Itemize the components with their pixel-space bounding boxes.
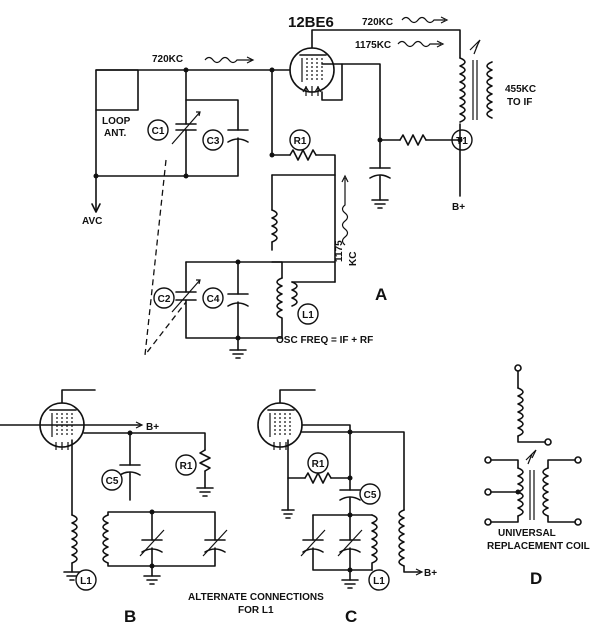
l1-label-b: L1	[80, 576, 92, 587]
c1-label: C1	[152, 126, 165, 137]
c3-label: C3	[207, 136, 220, 147]
c5-label-b: C5	[106, 476, 119, 487]
tube-type-label: 12BE6	[288, 14, 334, 31]
loop-antenna	[95, 69, 139, 111]
bplus-label-c: B+	[424, 568, 437, 579]
figure-d: UNIVERSAL REPLACEMENT COIL D	[484, 364, 590, 588]
bplus-label-b: B+	[146, 422, 159, 433]
output-1175kc-label: 1175KC	[355, 40, 391, 51]
loop-label: LOOP	[102, 116, 131, 127]
figure-c-label: C	[345, 607, 357, 626]
universal-label: UNIVERSAL	[498, 528, 556, 539]
for-l1-label: FOR L1	[238, 605, 274, 616]
r1-label-c: R1	[312, 459, 325, 470]
if-transformer-t1: T1	[451, 39, 493, 151]
to-if-label: TO IF	[507, 97, 532, 108]
tube-12be6	[289, 47, 335, 96]
l1-label-c: L1	[373, 576, 385, 587]
figure-a-label: A	[375, 285, 387, 304]
figure-c: R1 C5 B+ L1 C	[257, 389, 437, 626]
figure-a: 12BE6 720KC 1175KC	[82, 14, 536, 359]
alternate-connections-label: ALTERNATE CONNECTIONS	[188, 592, 324, 603]
osc-frequency-label: 1175	[334, 240, 345, 262]
osc-equation-label: OSC FREQ = IF + RF	[276, 335, 373, 346]
osc-unit-label: KC	[348, 252, 359, 266]
figure-b: B+ R1 C5 L1 B	[0, 389, 228, 626]
c2-label: C2	[158, 294, 171, 305]
replacement-coil-label: REPLACEMENT COIL	[487, 541, 590, 552]
bplus-label-a: B+	[452, 202, 465, 213]
t1-label: T1	[456, 136, 468, 147]
avc-label: AVC	[82, 216, 102, 227]
figure-b-label: B	[124, 607, 136, 626]
output-720kc-label: 720KC	[362, 17, 393, 28]
if-frequency-label: 455KC	[505, 84, 536, 95]
antenna-label: ANT.	[104, 128, 126, 139]
r1-label-a: R1	[294, 136, 307, 147]
c4-label: C4	[207, 294, 220, 305]
figure-d-label: D	[530, 569, 542, 588]
rf-input-label: 720KC	[152, 54, 183, 65]
r1-label-b: R1	[180, 461, 193, 472]
l1-label-a: L1	[302, 310, 314, 321]
c5-label-c: C5	[364, 490, 377, 501]
